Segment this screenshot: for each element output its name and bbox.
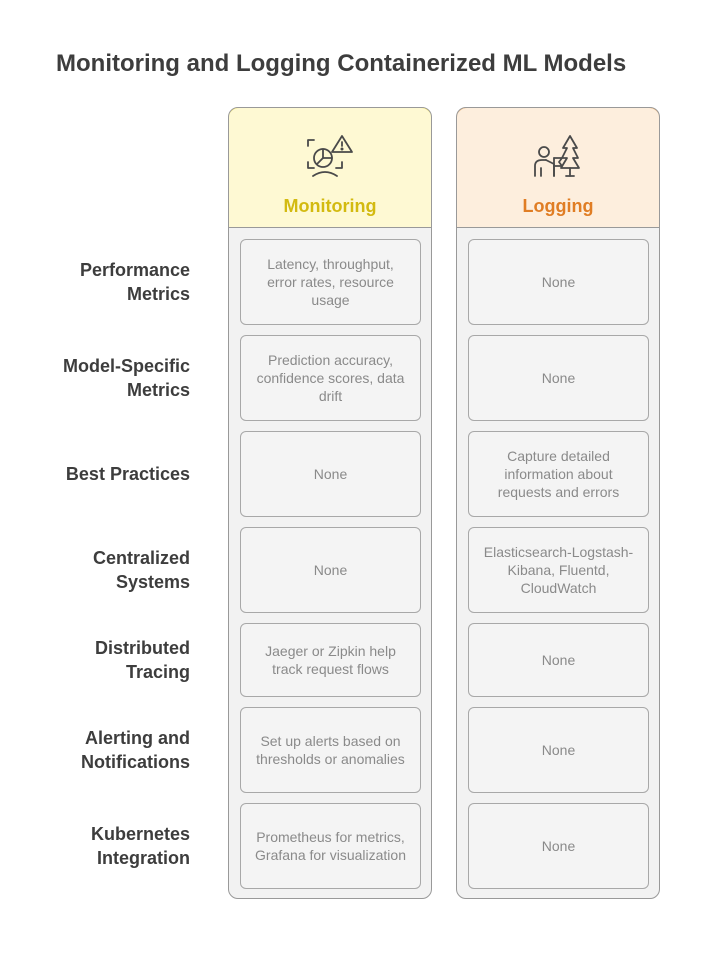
monitoring-alert-icon [307, 134, 353, 177]
logging-cell-model-specific-metrics: None [468, 335, 649, 421]
logging-cell-best-practices: Capture detailed information about reque… [468, 431, 649, 517]
monitoring-cell-model-specific-metrics: Prediction accuracy, confidence scores, … [240, 335, 421, 421]
monitoring-column: Monitoring Latency, throughput, error ra… [228, 107, 432, 899]
monitoring-cell-performance-metrics: Latency, throughput, error rates, resour… [240, 239, 421, 325]
monitoring-cell-kubernetes-integration: Prometheus for metrics, Grafana for visu… [240, 803, 421, 889]
page-title: Monitoring and Logging Containerized ML … [56, 50, 627, 77]
logging-header: Logging [457, 108, 659, 228]
logging-cell-centralized-systems: Elasticsearch-Logstash-Kibana, Fluentd, … [468, 527, 649, 613]
monitoring-label: Monitoring [283, 195, 377, 216]
monitoring-cell-distributed-tracing: Jaeger or Zipkin help track request flow… [240, 623, 421, 697]
monitoring-cell-centralized-systems: None [240, 527, 421, 613]
monitoring-header: Monitoring [229, 108, 431, 228]
row-label-performance-metrics: Performance Metrics [79, 260, 190, 304]
row-label-model-specific-metrics: Model-Specific Metrics [62, 356, 190, 400]
logging-cell-alerting-and-notifications: None [468, 707, 649, 793]
monitoring-cell-best-practices: None [240, 431, 421, 517]
row-label-kubernetes-integration: Kubernetes Integration [90, 824, 190, 868]
logging-column: Logging None None Capture detailed infor… [456, 107, 660, 899]
monitoring-cell-alerting-and-notifications: Set up alerts based on thresholds or ano… [240, 707, 421, 793]
row-label-centralized-systems: Centralized Systems [92, 548, 190, 592]
logging-label: Logging [522, 195, 594, 216]
person-flag-tree-icon [534, 134, 580, 177]
row-label-distributed-tracing: Distributed Tracing [94, 638, 190, 682]
logging-cell-distributed-tracing: None [468, 623, 649, 697]
row-label-alerting-and-notifications: Alerting and Notifications [80, 728, 190, 772]
logging-cell-kubernetes-integration: None [468, 803, 649, 889]
logging-cell-performance-metrics: None [468, 239, 649, 325]
row-label-best-practices: Best Practices [65, 464, 190, 484]
